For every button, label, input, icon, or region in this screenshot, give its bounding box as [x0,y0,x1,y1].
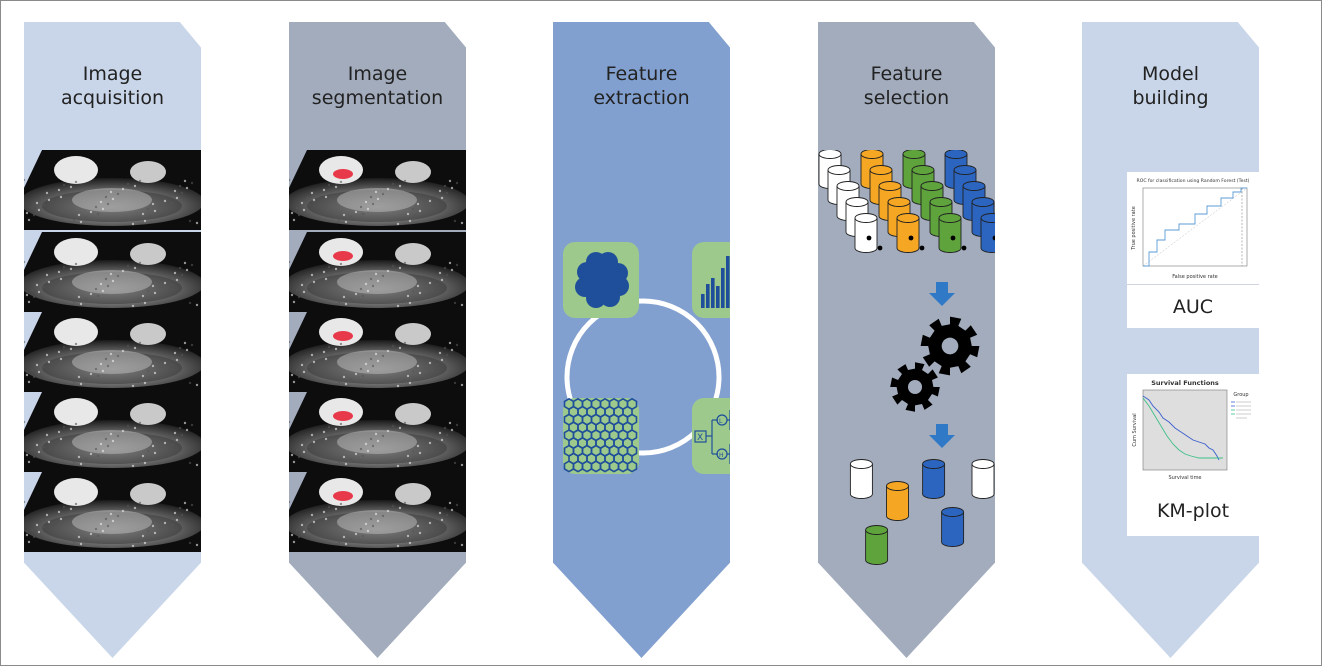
selected-feature-cylinder [849,459,873,499]
gear-icon [920,316,980,376]
feature-cylinder [980,213,995,253]
feature-cylinder-grid [818,150,995,253]
stage-model-building: Model building ROC for classification us… [1082,22,1259,658]
wavelet-low-label: L [719,418,723,425]
roc-chance-line [1142,187,1248,267]
segmented-mri-slice [289,150,466,230]
roc-curve-plot: ROC for classification using Random Fore… [1131,178,1250,280]
histogram-bar [721,268,725,308]
km-ylabel: Cum Survival [1132,413,1138,446]
km-xlabel: Survival time [1168,475,1201,481]
texture-feature-tile [563,397,639,474]
honeycomb-cell [608,460,620,473]
honeycomb-cell [626,460,638,473]
selected-feature-cylinder [971,459,995,499]
mri-slice [24,392,201,472]
km-caption: KM-plot [1156,500,1230,522]
honeycomb-cell [572,460,584,473]
feature-cylinder [896,213,925,253]
honeycomb-cell [599,460,611,473]
histogram-bar [711,278,715,308]
wavelet-input-label: X [697,433,703,443]
extraction-ring [564,298,722,456]
down-arrow-icon [929,424,955,448]
mri-slice [24,150,201,230]
shape-feature-tile [563,242,639,318]
km-curve-group-1 [1142,395,1220,461]
selected-feature-cylinder [941,507,965,547]
histogram-bar [706,284,710,308]
blob-shape-icon [575,252,629,308]
segmented-mri-slice [289,232,466,312]
roc-plot-title: ROC for classification using Random Fore… [1137,178,1250,184]
km-curve-group-2 [1142,397,1223,459]
segmented-mri-slice [289,312,466,392]
segmented-mri-slice [289,472,466,552]
histogram-bar [726,256,730,308]
card-divider [1127,284,1259,285]
km-axes [1142,389,1228,471]
stage-title: Model building [1132,63,1209,109]
mri-slice [24,232,201,312]
auc-card: ROC for classification using Random Fore… [1127,172,1259,328]
histogram-icon [701,256,730,308]
segmented-mri-slice [289,392,466,472]
feature-cylinder [938,213,967,253]
km-legend-title: Group [1233,392,1248,398]
roc-ylabel: True positive rate [1131,206,1137,251]
mri-slice [24,312,201,392]
histogram-bar [716,286,720,308]
km-plot-title: Survival Functions [1151,379,1219,387]
wavelet-feature-tile: X L H L H L H X LL X LH X HL X HHH [692,398,730,474]
honeycomb-cell [590,460,602,473]
honeycomb-cell [581,460,593,473]
km-card: Survival Functions Survival time Cum Sur… [1127,374,1259,536]
mri-slice [24,472,201,552]
down-arrow-icon [929,282,955,306]
histogram-feature-tile [692,242,730,318]
km-survival-plot: Survival Functions Survival time Cum Sur… [1132,379,1251,481]
stage-title: Feature extraction [593,63,690,109]
selected-feature-cylinder [922,459,946,499]
km-legend [1231,401,1251,419]
stage-feature-extraction: Feature extraction [553,22,730,658]
honeycomb-cell [563,460,575,473]
stage-title: Image segmentation [311,63,444,109]
wavelet-high-label: H [719,452,724,459]
stage-feature-selection: Feature selection [818,22,995,658]
selected-feature-cylinder [865,525,889,565]
selected-feature-cylinder [886,481,909,521]
stage-title: Feature selection [863,63,950,109]
honeycomb-cell [617,460,629,473]
feature-cylinder [854,213,883,253]
roc-xlabel: False positive rate [1172,274,1218,280]
honeycomb-texture-icon [563,397,638,473]
stage-title: Image acquisition [60,63,165,109]
stage-image-segmentation: Image segmentation [289,22,466,658]
selected-feature-cylinders [849,459,995,565]
stage-image-acquisition: Image acquisition [24,22,201,658]
roc-curve [1143,187,1247,267]
gear-icon [890,362,940,412]
wavelet-decomposition-icon: X L H L H L H X LL X LH X HL X HHH [694,410,730,464]
auc-caption: AUC [1172,296,1214,318]
histogram-bar [701,294,705,308]
